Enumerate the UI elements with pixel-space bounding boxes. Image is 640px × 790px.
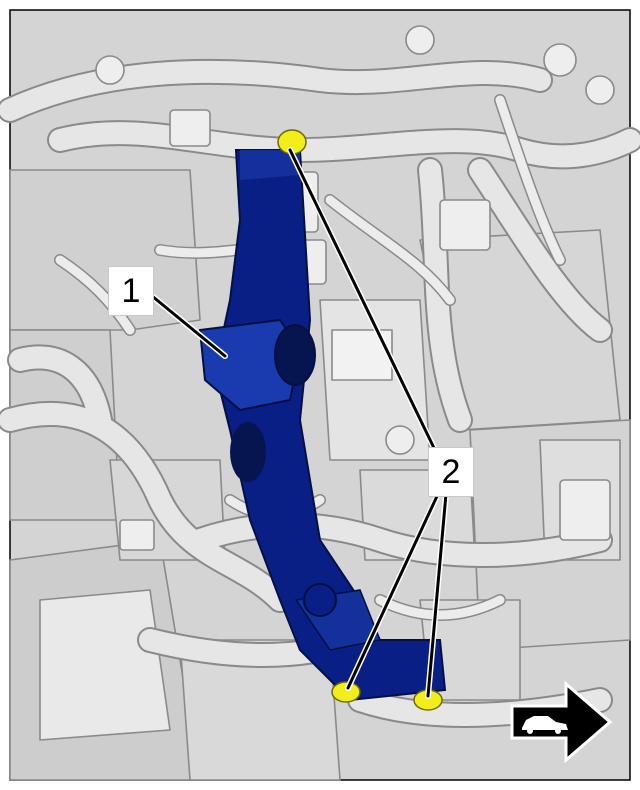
direction-of-travel-arrow-icon: [510, 680, 613, 764]
callout-label-1: 1: [108, 266, 154, 316]
bolt-group: [277, 129, 443, 711]
leader-lines: [149, 147, 449, 699]
bracket-part: [198, 149, 447, 702]
car-silhouette-icon: [522, 716, 568, 734]
callout-label-2: 2: [428, 447, 474, 497]
bolt-bottom-left: [331, 681, 361, 703]
